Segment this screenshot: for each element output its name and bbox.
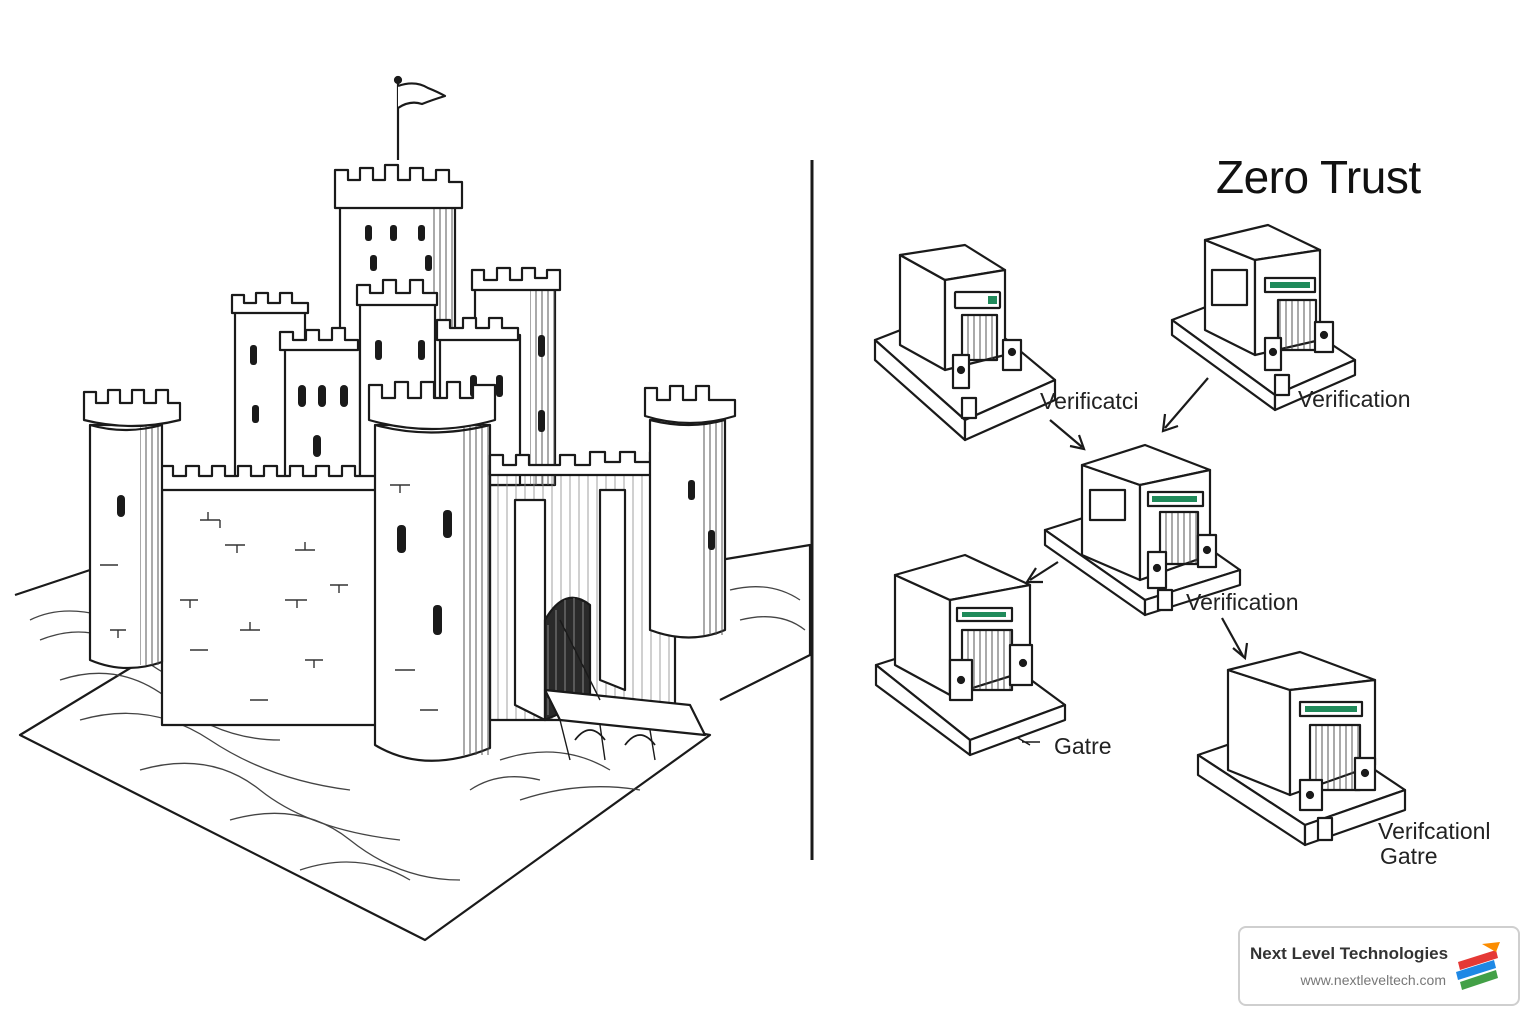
building-node-5 xyxy=(1196,650,1407,847)
brand-badge[interactable]: Next Level Technologies www.nextleveltec… xyxy=(1238,926,1520,1006)
label-node-3: Verification xyxy=(1186,589,1299,615)
brand-url: www.nextleveltech.com xyxy=(1300,972,1446,988)
label-node-5-line1: Verifcationl xyxy=(1378,818,1491,844)
label-node-1: Verificatci xyxy=(1040,388,1139,414)
brand-name: Next Level Technologies xyxy=(1250,944,1449,963)
building-node-2 xyxy=(1170,223,1357,412)
brand-logo-icon xyxy=(1456,942,1500,990)
building-node-4 xyxy=(874,553,1067,757)
building-node-3 xyxy=(1043,443,1242,617)
label-node-2: Verification xyxy=(1298,386,1411,412)
diagram-title: Zero Trust xyxy=(1216,151,1421,203)
label-node-5-line2: Gatre xyxy=(1380,843,1438,869)
label-node-4: Gatre xyxy=(1054,733,1112,759)
castle-illustration xyxy=(14,75,812,942)
building-node-1 xyxy=(873,243,1057,442)
flow-arrows xyxy=(1024,377,1249,661)
